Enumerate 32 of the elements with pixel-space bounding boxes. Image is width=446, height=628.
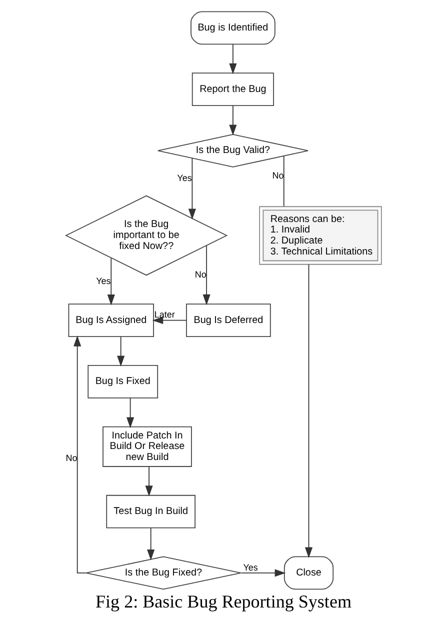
arrow [146, 528, 154, 560]
edge-label: No [272, 170, 284, 180]
connector [282, 156, 284, 207]
arrow [116, 336, 124, 367]
edge-label: No [65, 453, 77, 464]
node-box: Report the Bug [191, 72, 274, 106]
arrow [73, 336, 86, 574]
node-box: Bug Is Deferred [186, 304, 270, 337]
edge-label: Yes [242, 562, 258, 572]
arrow [144, 466, 152, 496]
node-box: Test Bug In Build [106, 494, 195, 528]
arrow [202, 245, 210, 306]
node-box: Bug Is Assigned [68, 304, 154, 337]
node-box: Bug is Identified [190, 11, 275, 45]
arrow [228, 44, 236, 74]
arrow [240, 569, 286, 577]
arrow [126, 398, 134, 428]
caption: Fig 2: Basic Bug Reporting System [95, 591, 351, 612]
arrow [304, 264, 312, 558]
node-box: Close [283, 556, 334, 590]
arrow [228, 105, 236, 136]
edge-label: Yes [176, 172, 192, 183]
arrow [106, 258, 114, 306]
arrow [152, 316, 186, 324]
node-box: Bug Is Fixed [87, 364, 158, 398]
edge-label: Later [154, 310, 174, 320]
edge-label: Yes [96, 276, 110, 286]
node-box: Reasons can be: 1. Invalid 2. Duplicate 3. Technical Limitations [258, 206, 382, 265]
arrow [188, 158, 196, 220]
node-box: Include Patch In Build Or Release new Build [102, 426, 192, 467]
node-diamond: Is the Bug Fixed? [85, 556, 241, 590]
node-diamond: Is the Bug Valid? [156, 134, 308, 168]
